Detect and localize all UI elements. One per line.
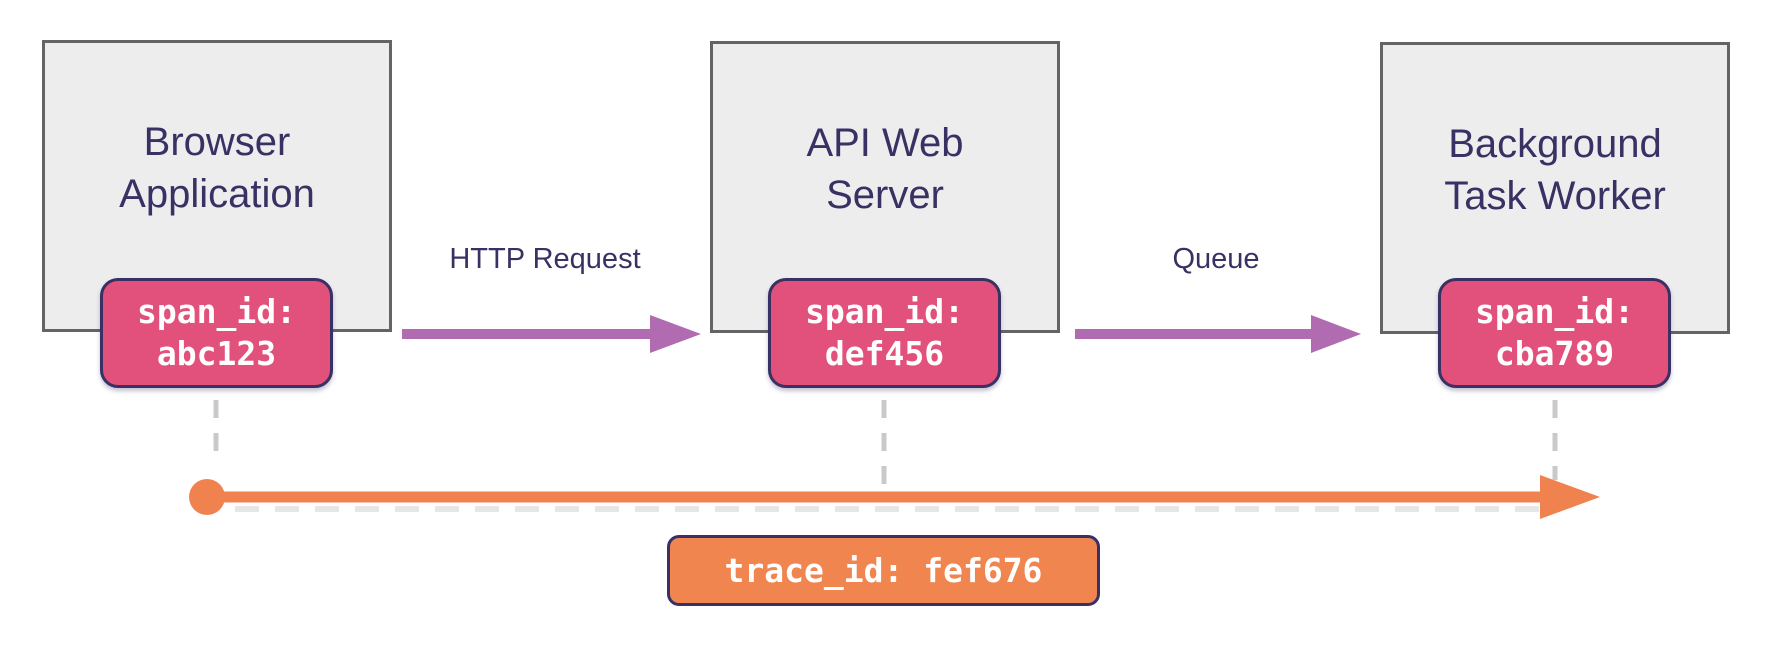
edge-label-queue: Queue — [1172, 243, 1260, 275]
timeline-start-dot-icon — [189, 479, 225, 515]
timeline-arrowhead-icon — [1540, 475, 1600, 519]
node-title-line: Browser — [143, 120, 291, 164]
span-id-badge-cba789: span_id: cba789 — [1438, 278, 1671, 388]
span-id-value: cba789 — [1494, 334, 1615, 373]
http-request-arrowhead-icon — [650, 315, 701, 353]
node-title-line: API Web — [806, 121, 964, 165]
trace-id-badge: trace_id: fef676 — [667, 535, 1100, 606]
span-id-badge-abc123: span_id: abc123 — [100, 278, 333, 388]
span-id-value: def456 — [824, 334, 945, 373]
node-title-line: Background — [1448, 122, 1662, 166]
node-title-line: Server — [826, 173, 944, 217]
span-id-label: span_id: — [1475, 292, 1634, 331]
span-id-value: abc123 — [156, 334, 277, 373]
span-id-label: span_id: — [805, 292, 964, 331]
span-id-badge-def456: span_id: def456 — [768, 278, 1001, 388]
queue-arrowhead-icon — [1311, 315, 1361, 353]
node-title-line: Application — [119, 172, 315, 216]
span-id-label: span_id: — [137, 292, 296, 331]
node-title-line: Task Worker — [1444, 174, 1666, 218]
edge-label-http-request: HTTP Request — [449, 243, 641, 275]
